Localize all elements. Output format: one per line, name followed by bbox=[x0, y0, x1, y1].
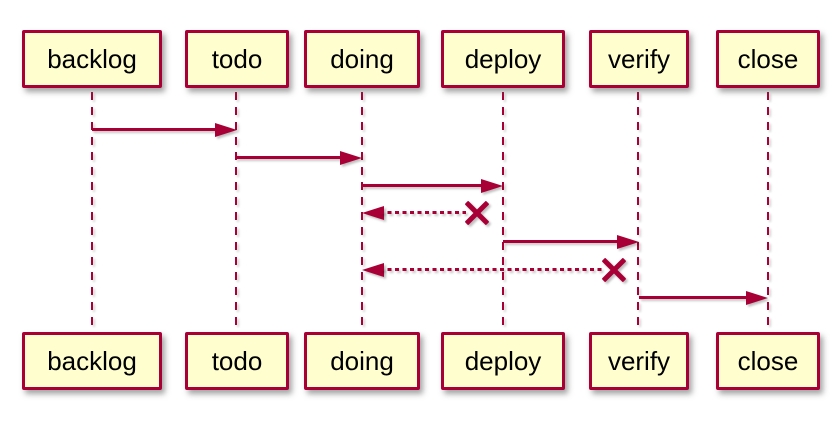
arrowhead-right-icon bbox=[215, 123, 237, 137]
participant-label: doing bbox=[330, 43, 394, 74]
message-line bbox=[503, 240, 625, 243]
participant-top-deploy: deploy bbox=[441, 30, 565, 88]
participant-bottom-backlog: backlog bbox=[22, 332, 162, 390]
message-line bbox=[362, 184, 489, 187]
participant-top-todo: todo bbox=[185, 30, 289, 88]
message-line-dotted bbox=[380, 211, 466, 214]
participant-label: todo bbox=[211, 345, 263, 376]
participant-label: backlog bbox=[47, 43, 137, 74]
lost-message-x-icon bbox=[601, 257, 627, 283]
lifeline-verify bbox=[637, 92, 639, 332]
participant-bottom-doing: doing bbox=[304, 332, 420, 390]
participant-label: backlog bbox=[47, 345, 137, 376]
participant-label: deploy bbox=[464, 345, 542, 376]
arrowhead-right-icon bbox=[340, 151, 362, 165]
lost-message-x-icon bbox=[464, 200, 490, 226]
participant-label: close bbox=[737, 345, 799, 376]
participant-bottom-verify: verify bbox=[589, 332, 689, 390]
arrowhead-right-icon bbox=[617, 235, 639, 249]
arrowhead-left-icon bbox=[362, 206, 384, 220]
participant-top-close: close bbox=[716, 30, 820, 88]
lifeline-deploy bbox=[502, 92, 504, 332]
participant-label: verify bbox=[607, 43, 671, 74]
message-line-dotted bbox=[380, 268, 602, 271]
participant-top-backlog: backlog bbox=[22, 30, 162, 88]
participant-label: close bbox=[737, 43, 799, 74]
lifeline-close bbox=[767, 92, 769, 332]
participant-bottom-todo: todo bbox=[185, 332, 289, 390]
message-line bbox=[639, 296, 754, 299]
message-line bbox=[92, 128, 223, 131]
arrowhead-right-icon bbox=[481, 179, 503, 193]
lifeline-backlog bbox=[91, 92, 93, 332]
participant-label: deploy bbox=[464, 43, 542, 74]
arrowhead-right-icon bbox=[746, 291, 768, 305]
lifeline-todo bbox=[235, 92, 237, 332]
participant-top-doing: doing bbox=[304, 30, 420, 88]
participant-label: verify bbox=[607, 345, 671, 376]
participant-label: todo bbox=[211, 43, 263, 74]
arrowhead-left-icon bbox=[362, 263, 384, 277]
participant-bottom-deploy: deploy bbox=[441, 332, 565, 390]
participant-label: doing bbox=[330, 345, 394, 376]
participant-bottom-close: close bbox=[716, 332, 820, 390]
participant-top-verify: verify bbox=[589, 30, 689, 88]
message-line bbox=[237, 156, 348, 159]
